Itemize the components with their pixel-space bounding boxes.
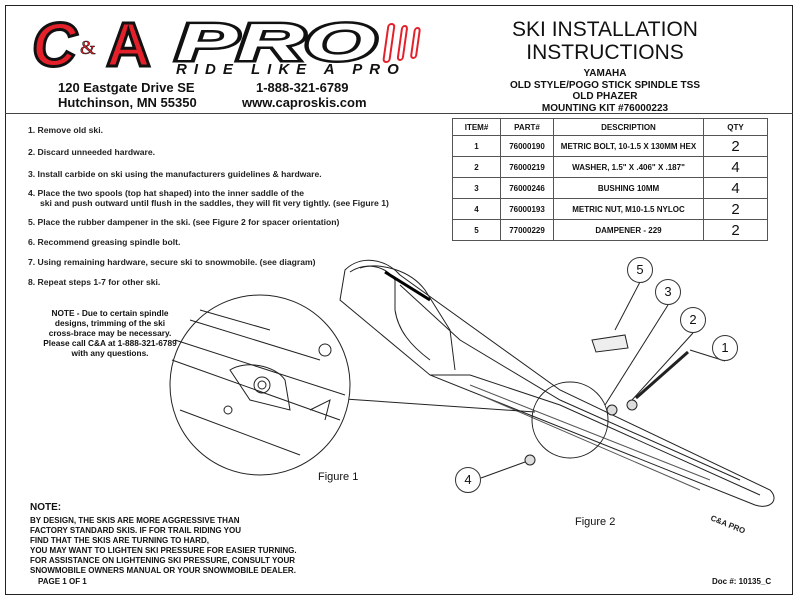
callout-2: 2: [680, 307, 706, 333]
note-line: FOR ASSISTANCE ON LIGHTENING SKI PRESSUR…: [30, 556, 296, 565]
note-line: BY DESIGN, THE SKIS ARE MORE AGGRESSIVE …: [30, 516, 240, 525]
step: 3. Install carbide on ski using the manu…: [28, 169, 322, 179]
subtitle-model: OLD STYLE/POGO STICK SPINDLE TSS: [509, 79, 701, 91]
title-line1: SKI INSTALLATION: [512, 18, 698, 41]
ski-brand-text: C&A PRO: [709, 514, 746, 536]
step-continued: ski and push outward until flush in the …: [28, 198, 389, 208]
header-divider: [5, 113, 793, 114]
step: 1. Remove old ski.: [28, 125, 103, 135]
subtitle-kit: MOUNTING KIT #76000223: [541, 102, 669, 114]
note-line: with any questions.: [71, 348, 149, 358]
svg-text:C: C: [32, 14, 78, 72]
note-line: Please call C&A at 1-888-321-6789: [43, 338, 177, 348]
parts-drawing: [480, 281, 726, 479]
step: 2. Discard unneeded hardware.: [28, 147, 156, 157]
subtitle: YAMAHA OLD STYLE/POGO STICK SPINDLE TSS …: [470, 68, 740, 114]
figure1-label: Figure 1: [318, 471, 359, 483]
figure2-detail-circle: [531, 381, 609, 459]
svg-text:PRO: PRO: [176, 14, 376, 72]
brand-logo: C & A PRO: [31, 14, 421, 72]
figure2-label: Figure 2: [575, 516, 616, 528]
step: 4. Place the two spools (top hat shaped)…: [28, 188, 304, 198]
note-heading: NOTE:: [30, 502, 62, 513]
figure1-detail: [169, 294, 351, 476]
step: 7. Using remaining hardware, secure ski …: [28, 257, 316, 267]
note-line: cross-brace may be necessary.: [48, 328, 172, 338]
callout-5: 5: [627, 257, 653, 283]
page-title: SKI INSTALLATION INSTRUCTIONS: [470, 18, 740, 64]
ski-drawing: C&A PRO: [339, 259, 775, 536]
note-line: NOTE - Due to certain spindle: [51, 308, 169, 318]
step: 8. Repeat steps 1-7 for other ski.: [28, 277, 161, 287]
callout-4: 4: [455, 467, 481, 493]
title-line2: INSTRUCTIONS: [526, 41, 684, 64]
qty-cell: 2: [703, 219, 768, 241]
page-frame: [5, 5, 793, 595]
callout-1: 1: [712, 335, 738, 361]
note-line: YOU MAY WANT TO LIGHTEN SKI PRESSURE FOR…: [30, 546, 297, 555]
address-line1: 120 Eastgate Drive SE: [58, 80, 195, 95]
svg-text:&: &: [80, 37, 96, 59]
website[interactable]: www.caproskis.com: [242, 95, 367, 110]
brand-tagline: RIDE LIKE A PRO: [176, 61, 406, 78]
trim-note: NOTE - Due to certain spindle designs, t…: [30, 308, 190, 358]
leader-line: [329, 397, 536, 413]
item-cell: 5: [452, 219, 501, 241]
note-line: FACTORY STANDARD SKIS. IF FOR TRAIL RIDI…: [30, 526, 241, 535]
phone: 1-888-321-6789: [256, 80, 349, 95]
note-line: designs, trimming of the ski: [54, 318, 166, 328]
description-cell: DAMPENER - 229: [553, 219, 704, 241]
doc-number: Doc #: 10135_C: [712, 577, 772, 586]
subtitle-make: YAMAHA: [583, 68, 627, 79]
note-line: SNOWMOBILE OWNERS MANUAL OR YOUR SNOWMOB…: [30, 566, 296, 575]
address-line2: Hutchinson, MN 55350: [58, 95, 197, 110]
subtitle-model2: OLD PHAZER: [572, 91, 638, 102]
svg-text:A: A: [106, 14, 151, 72]
page-number: PAGE 1 OF 1: [38, 577, 87, 586]
step: 6. Recommend greasing spindle bolt.: [28, 237, 181, 247]
callout-3: 3: [655, 279, 681, 305]
note-body: BY DESIGN, THE SKIS ARE MORE AGGRESSIVE …: [30, 516, 370, 576]
step: 5. Place the rubber dampener in the ski.…: [28, 217, 340, 227]
note-line: FIND THAT THE SKIS ARE TURNING TO HARD,: [30, 536, 209, 545]
